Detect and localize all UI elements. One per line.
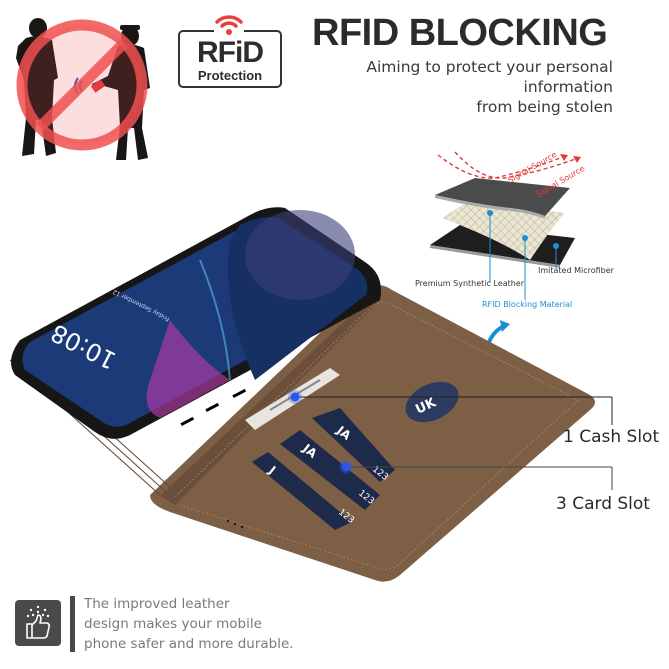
- no-theft-illustration: [16, 18, 150, 160]
- feature-text-line-1: The improved leather: [84, 596, 230, 612]
- premium-synthetic-leather-label: Premium Synthetic Leather: [415, 279, 525, 288]
- feature-text-line-3: phone safer and more durable.: [84, 636, 294, 652]
- rfid-badge-main-text: RFiD: [197, 36, 264, 69]
- rfid-blocking-material-label: RFID Blocking Material: [482, 300, 573, 309]
- page-title: RFID BLOCKING: [312, 12, 608, 54]
- imitated-microfiber-label: Imitated Microfiber: [538, 266, 614, 275]
- feature-description: The improved leather design makes your m…: [84, 594, 324, 654]
- subtitle-line-1: Aiming to protect your personal informat…: [366, 58, 613, 96]
- feature-text-line-2: design makes your mobile: [84, 616, 262, 632]
- wifi-signal-icon: [214, 10, 244, 36]
- thumbs-up-icon: [26, 605, 51, 639]
- rfid-badge-sub-text: Protection: [197, 68, 263, 83]
- subtitle-line-2: from being stolen: [476, 98, 613, 116]
- phone-wallet-case-image: JA JA J 123 123 123 UK 10:08 Friday Sept…: [9, 207, 613, 582]
- layer-diagram: [430, 151, 581, 346]
- page-subtitle: Aiming to protect your personal informat…: [273, 57, 613, 117]
- rfid-protection-badge: RFiD Protection: [178, 30, 282, 88]
- feature-icon-box: [15, 600, 61, 646]
- card-slot-label: 3 Card Slot: [556, 494, 650, 514]
- feature-divider: [70, 596, 75, 652]
- cash-slot-label: 1 Cash Slot: [563, 427, 660, 447]
